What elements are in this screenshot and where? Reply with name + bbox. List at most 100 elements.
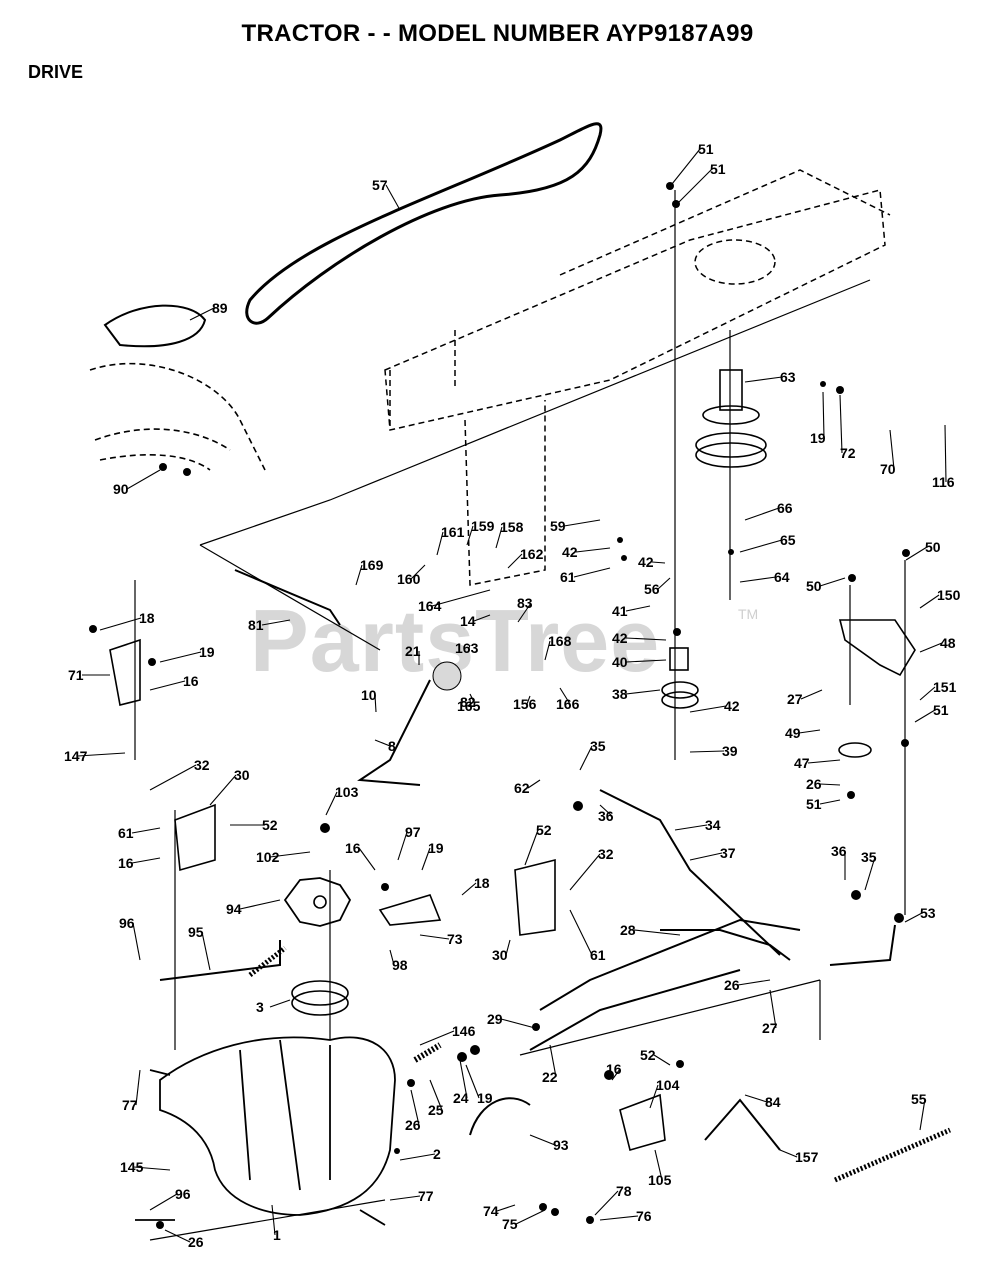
shift-knob bbox=[432, 661, 462, 691]
part-callout: 89 bbox=[212, 300, 228, 316]
part-callout: 53 bbox=[920, 905, 936, 921]
part-callout: 64 bbox=[774, 569, 790, 585]
callout-leader bbox=[919, 642, 943, 653]
callout-leader bbox=[919, 1098, 926, 1131]
callout-leader bbox=[419, 934, 450, 940]
part-callout: 16 bbox=[183, 673, 199, 689]
callout-leader bbox=[526, 695, 531, 705]
callout-leader bbox=[269, 851, 311, 858]
callout-leader bbox=[864, 856, 876, 891]
callout-leader bbox=[126, 469, 161, 490]
part-callout: 52 bbox=[536, 822, 552, 838]
compression-spring bbox=[413, 1042, 442, 1063]
part-callout: 157 bbox=[795, 1149, 819, 1165]
part-callout: 52 bbox=[262, 817, 278, 833]
callout-leader bbox=[689, 705, 727, 713]
callout-leader bbox=[625, 659, 667, 663]
callout-leader bbox=[429, 1079, 443, 1111]
callout-leader bbox=[410, 564, 426, 580]
callout-leader bbox=[261, 619, 291, 626]
part-callout: 8 bbox=[388, 738, 396, 754]
part-callout: 27 bbox=[787, 691, 803, 707]
part-callout: 94 bbox=[226, 901, 242, 917]
part-callout: 19 bbox=[428, 840, 444, 856]
callout-leader bbox=[77, 752, 126, 757]
part-callout: 98 bbox=[392, 957, 408, 973]
part-callout: 1 bbox=[273, 1227, 281, 1243]
cooling-fan bbox=[283, 877, 352, 927]
callout-leader bbox=[779, 1149, 798, 1158]
callout-leader bbox=[819, 799, 841, 805]
part-callout: 16 bbox=[118, 855, 134, 871]
callout-leader bbox=[189, 307, 215, 321]
callout-leader bbox=[133, 1166, 171, 1171]
part-callout: 42 bbox=[612, 630, 628, 646]
callout-leader bbox=[739, 576, 777, 583]
part-callout: 42 bbox=[638, 554, 654, 570]
callout-leader bbox=[527, 779, 541, 789]
callout-leader bbox=[99, 617, 142, 631]
seat-pad bbox=[103, 304, 207, 348]
part-callout: 75 bbox=[502, 1216, 518, 1232]
callout-leader bbox=[469, 693, 475, 703]
part-callout: 55 bbox=[911, 1091, 927, 1107]
part-callout: 103 bbox=[335, 784, 359, 800]
callout-leader bbox=[625, 689, 661, 695]
callout-leader bbox=[689, 750, 725, 753]
part-callout: 24 bbox=[453, 1090, 469, 1106]
part-callout: 26 bbox=[405, 1117, 421, 1133]
part-callout: 146 bbox=[452, 1023, 476, 1039]
part-callout: 40 bbox=[612, 654, 628, 670]
callout-leader bbox=[164, 1229, 191, 1243]
callout-leader bbox=[421, 847, 431, 871]
callout-leader bbox=[653, 1054, 671, 1066]
callout-leader bbox=[579, 745, 593, 771]
callout-leader bbox=[436, 531, 444, 556]
callout-leader bbox=[839, 394, 843, 454]
part-callout: 93 bbox=[553, 1137, 569, 1153]
part-callout: 47 bbox=[794, 755, 810, 771]
callout-leader bbox=[269, 999, 291, 1008]
callout-leader bbox=[473, 614, 491, 622]
callout-leader bbox=[524, 829, 539, 866]
part-callout: 21 bbox=[405, 643, 421, 659]
part-callout: 10 bbox=[361, 687, 377, 703]
part-callout: 147 bbox=[64, 748, 88, 764]
callout-leader bbox=[466, 525, 474, 546]
callout-leader bbox=[625, 637, 667, 641]
part-callout: 61 bbox=[560, 569, 576, 585]
part-callout: 19 bbox=[810, 430, 826, 446]
part-callout: 52 bbox=[640, 1047, 656, 1063]
part-callout: 42 bbox=[724, 698, 740, 714]
callout-leader bbox=[544, 640, 551, 661]
callout-leader bbox=[325, 791, 338, 816]
part-callout: 159 bbox=[471, 518, 495, 534]
part-callout: 32 bbox=[598, 846, 614, 862]
part-callout: 19 bbox=[477, 1090, 493, 1106]
callout-leader bbox=[569, 853, 601, 891]
callout-leader bbox=[549, 1044, 557, 1078]
part-callout: 90 bbox=[113, 481, 129, 497]
callout-leader bbox=[209, 774, 237, 806]
part-callout: 104 bbox=[656, 1077, 680, 1093]
callout-leader bbox=[495, 526, 503, 549]
callout-leader bbox=[397, 831, 408, 861]
part-callout: 150 bbox=[937, 587, 961, 603]
part-callout: 162 bbox=[520, 546, 544, 562]
callout-leader bbox=[389, 949, 395, 966]
part-callout: 71 bbox=[68, 667, 84, 683]
callout-leader bbox=[654, 1149, 663, 1181]
callout-leader bbox=[889, 429, 895, 470]
callout-leader bbox=[461, 882, 477, 896]
callout-leader bbox=[459, 1059, 468, 1099]
callout-leader bbox=[385, 184, 401, 211]
reference-lines bbox=[134, 190, 906, 1241]
part-callout: 105 bbox=[648, 1172, 672, 1188]
callout-leader bbox=[507, 553, 523, 569]
part-callout: 84 bbox=[765, 1094, 781, 1110]
callout-leader bbox=[389, 1195, 421, 1201]
part-callout: 164 bbox=[418, 598, 442, 614]
callout-leader bbox=[468, 644, 471, 649]
part-callout: 59 bbox=[550, 518, 566, 534]
